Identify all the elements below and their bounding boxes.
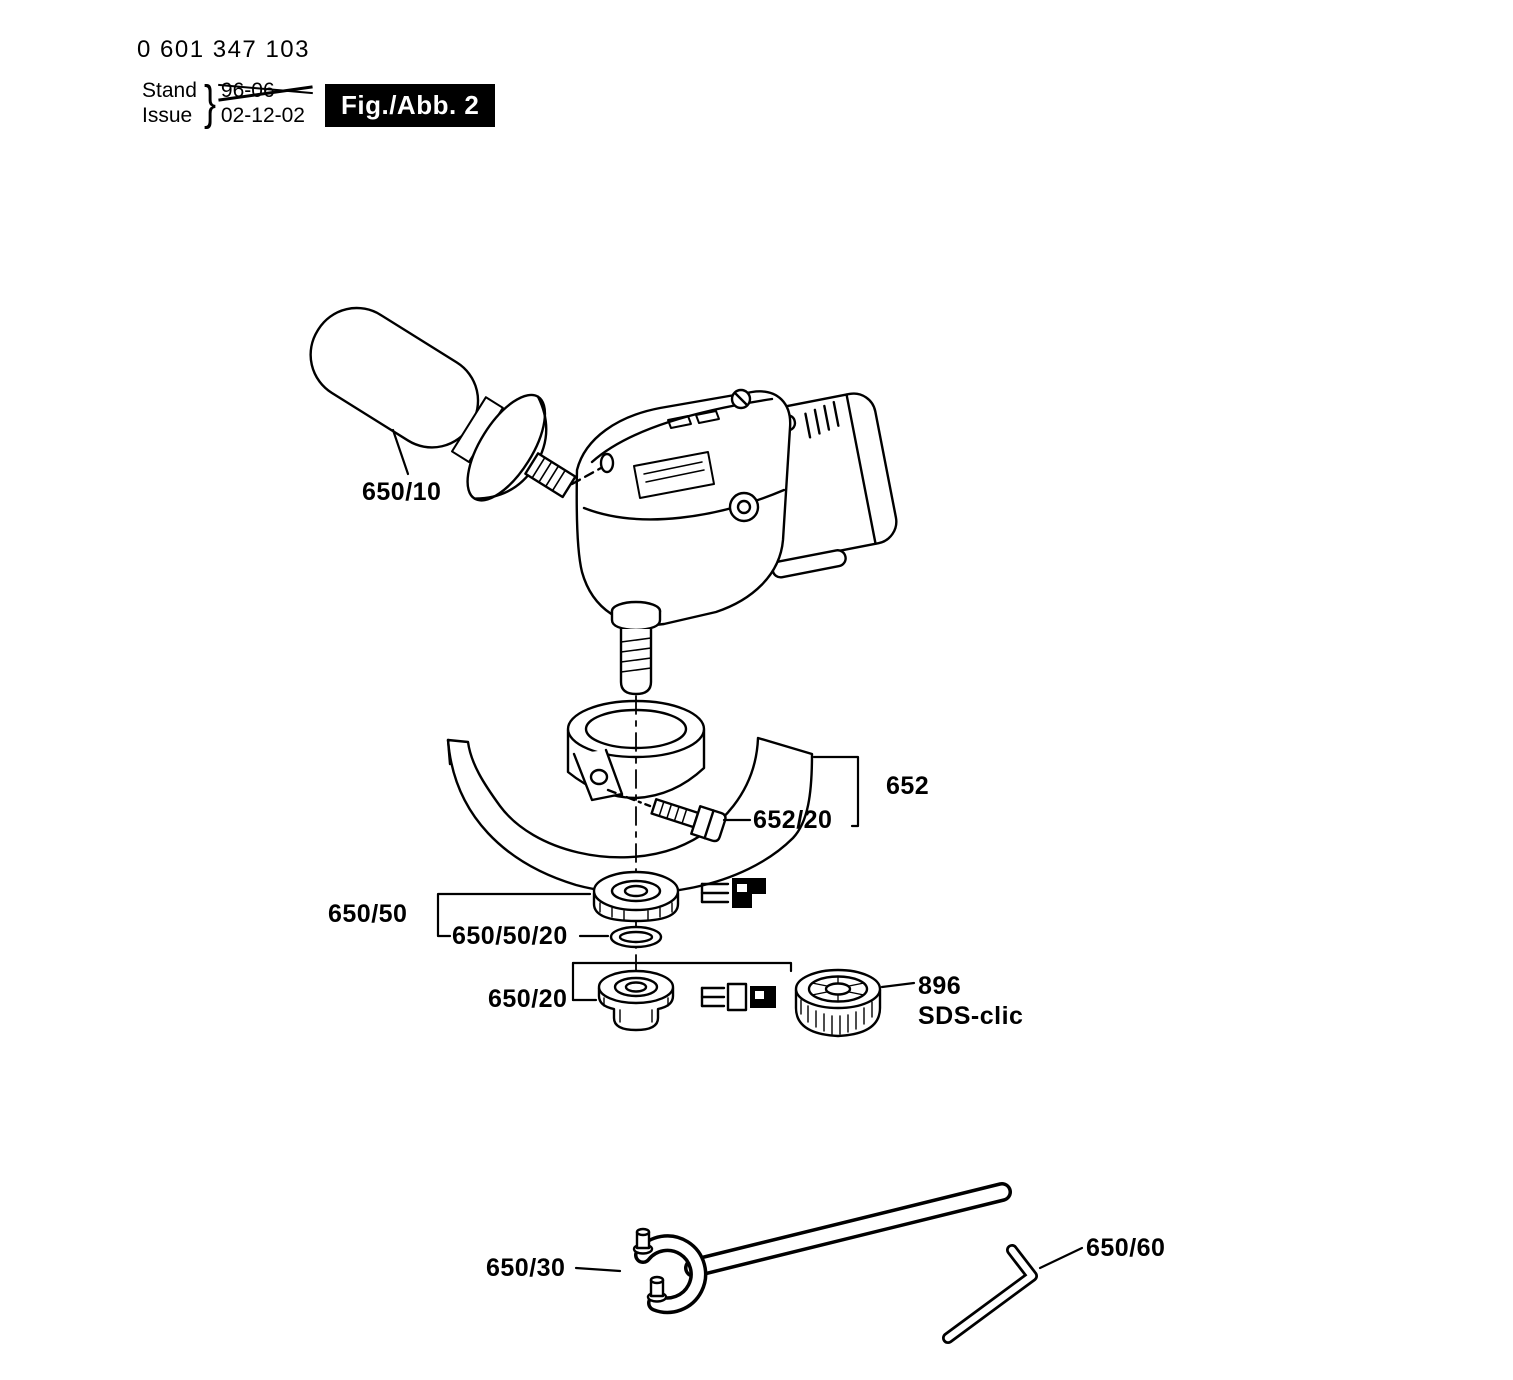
callout-guard-assembly: 652 xyxy=(886,772,930,800)
callout-quick-nut-ref: 896 xyxy=(918,972,962,1000)
revision-values: 96-06 02-12-02 xyxy=(221,78,305,128)
callout-clamping-nut: 650/20 xyxy=(488,985,568,1013)
figure-badge: Fig./Abb. 2 xyxy=(325,84,496,127)
guard-clamp-screw xyxy=(650,798,727,843)
sds-clic-nut xyxy=(794,968,882,1038)
callout-hex-key: 650/60 xyxy=(1086,1234,1166,1262)
superseded-date: 96-06 xyxy=(221,78,305,103)
assembly-line-handle xyxy=(570,466,603,486)
callout-mounting-flange: 650/50 xyxy=(328,900,408,928)
pin-spanner-wrench xyxy=(632,1182,1012,1315)
auxiliary-handle xyxy=(309,306,577,502)
callout-quick-nut-name: SDS-clic xyxy=(918,1002,1024,1030)
spindle xyxy=(610,600,662,696)
callout-lines xyxy=(391,428,1084,1273)
callout-auxiliary-handle: 650/10 xyxy=(362,478,442,506)
assembly-line-screw xyxy=(606,788,652,808)
mounting-pictogram-nut-icon xyxy=(700,982,776,1012)
wheel-guard xyxy=(446,699,814,895)
revision-block: Stand Issue } 96-06 02-12-02 xyxy=(142,78,305,128)
o-ring xyxy=(609,925,663,949)
stand-label: Stand xyxy=(142,79,197,102)
callout-pin-spanner: 650/30 xyxy=(486,1254,566,1282)
document-number: 0 601 347 103 xyxy=(137,36,310,63)
hex-key xyxy=(942,1244,1038,1344)
gear-head xyxy=(575,388,792,627)
revision-brace: } xyxy=(203,76,216,130)
mounting-pictogram-flange-icon xyxy=(700,878,766,908)
issue-label: Issue xyxy=(142,104,193,127)
revision-labels: Stand Issue xyxy=(142,78,197,128)
callout-guard-clamp-screw: 652/20 xyxy=(753,806,833,834)
callout-flange-o-ring: 650/50/20 xyxy=(452,922,568,950)
clamping-nut xyxy=(597,969,675,1032)
mounting-flange xyxy=(592,870,680,923)
current-date: 02-12-02 xyxy=(220,104,305,127)
